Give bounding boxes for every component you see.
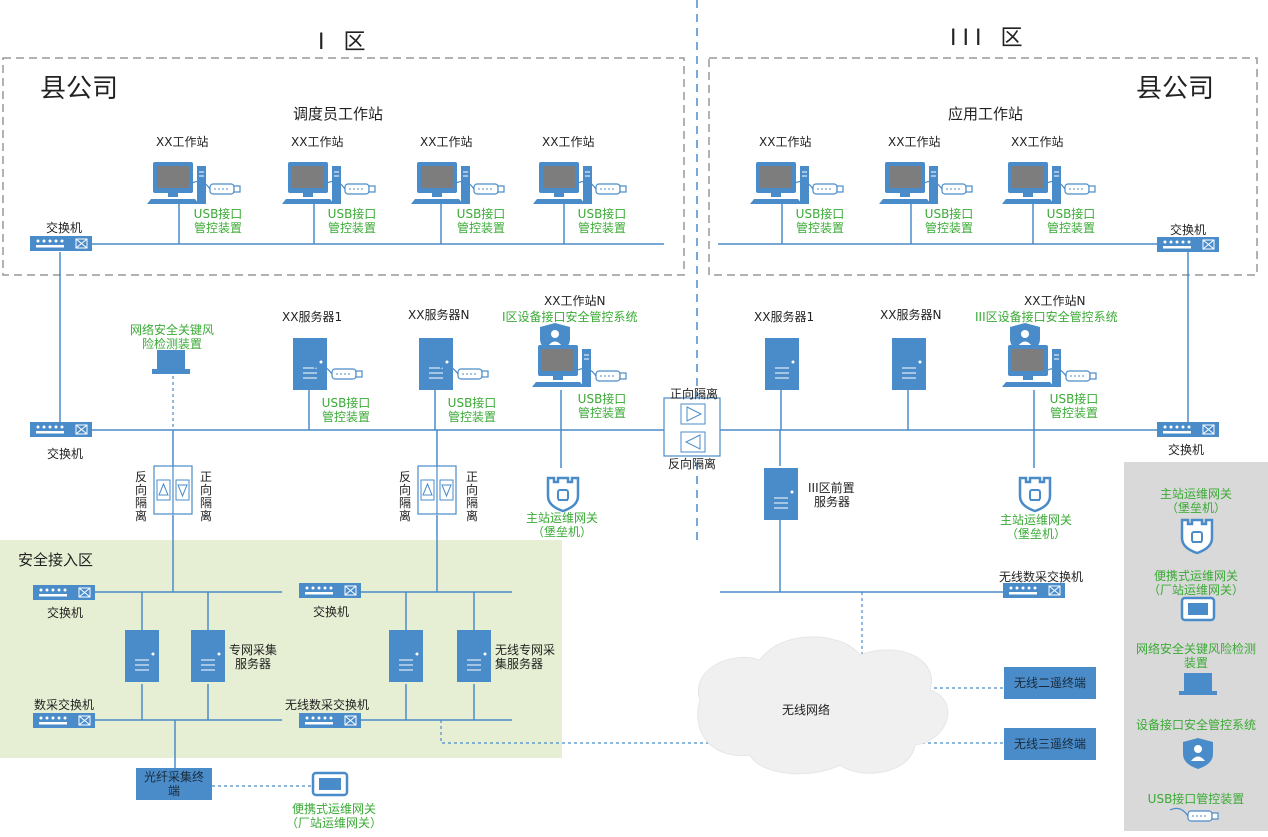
switch-label: 交换机 <box>47 447 84 461</box>
app-group-label: 应用工作站 <box>948 105 1024 123</box>
risk-detection-label: 网络安全关键风险检测装置 <box>129 323 214 351</box>
risk-detection-laptop <box>152 350 190 374</box>
switch-label: 交换机 <box>313 605 350 619</box>
workstation-label: XX工作站 <box>420 135 473 149</box>
usb-control-label: USB接口管控装置 <box>577 392 627 420</box>
workstation-label: XX工作站 <box>291 135 344 149</box>
workstation-label: XX工作站 <box>542 135 595 149</box>
reverse-isolation-label: 反向隔离 <box>135 470 148 523</box>
bastion-label: 主站运维网关（堡垒机） <box>999 513 1072 541</box>
legend-risk-label: 网络安全关键风险检测装置 <box>1135 642 1256 670</box>
control-system-label: III区设备接口安全管控系统 <box>975 310 1118 324</box>
zone-right-title: III 区 <box>950 26 1029 51</box>
cloud-label: 无线网络 <box>782 703 831 717</box>
legend-bastion-label: 主站运维网关（堡垒机） <box>1159 487 1232 515</box>
legend-usb-label: USB接口管控装置 <box>1147 792 1245 806</box>
wireless-server-label: 无线专网采集服务器 <box>495 643 556 671</box>
server-label: XX服务器N <box>408 308 470 322</box>
portable-gateway-label: 便携式运维网关（厂站运维网关） <box>285 802 382 830</box>
legend-tablet-icon <box>1180 596 1216 622</box>
usb-control-label: USB接口管控装置 <box>321 396 371 424</box>
safe-area-label: 安全接入区 <box>18 551 94 569</box>
portable-gateway-tablet <box>311 771 349 797</box>
forward-isolation-central-label: 正向隔离 <box>670 387 719 401</box>
left-company-box <box>2 57 685 276</box>
reverse-isolation-label: 反向隔离 <box>399 470 412 523</box>
usb-control-label: USB接口管控装置 <box>577 207 627 235</box>
company-right-label: 县公司 <box>1136 74 1215 104</box>
usb-control-label: USB接口管控装置 <box>1046 207 1096 235</box>
workstation-n-label: XX工作站N <box>544 294 606 308</box>
wireless-data-switch-label: 无线数采交换机 <box>285 698 370 712</box>
wireless-terminal-2 <box>1004 667 1096 699</box>
switch-label: 交换机 <box>46 221 83 235</box>
switch-label: 交换机 <box>1170 223 1207 237</box>
data-switch-label: 数采交换机 <box>34 698 95 712</box>
forward-isolation-label: 正向隔离 <box>200 470 213 523</box>
legend-laptop-icon <box>1179 673 1217 695</box>
control-system-label: I区设备接口安全管控系统 <box>502 310 638 324</box>
server-label: XX服务器N <box>880 308 942 322</box>
usb-control-label: USB接口管控装置 <box>193 207 243 235</box>
switch-label: 交换机 <box>47 606 84 620</box>
usb-control-label: USB接口管控装置 <box>456 207 506 235</box>
workstation-label: XX工作站 <box>1011 135 1064 149</box>
legend-portable-label: 便携式运维网关（厂站运维网关） <box>1147 569 1244 597</box>
dedicated-server-label: 专网采集服务器 <box>229 643 278 671</box>
bastion-label: 主站运维网关（堡垒机） <box>525 511 598 539</box>
company-left-label: 县公司 <box>40 74 119 104</box>
wireless-terminal-3 <box>1004 728 1096 760</box>
forward-isolation-label: 正向隔离 <box>466 470 479 523</box>
wireless-terminal-2-label: 无线二遥终端 <box>1013 676 1086 690</box>
legend-control-system-label: 设备接口安全管控系统 <box>1135 718 1256 732</box>
zone-left-title: Ⅰ 区 <box>318 30 372 55</box>
workstation-n-label: XX工作站N <box>1024 294 1086 308</box>
server-label: XX服务器1 <box>754 310 815 324</box>
fiber-terminal-label: 光纤采集终端 <box>143 770 204 798</box>
usb-control-label: USB接口管控装置 <box>795 207 845 235</box>
workstation-label: XX工作站 <box>888 135 941 149</box>
fiber-terminal <box>136 768 212 800</box>
right-company-box <box>708 57 1258 276</box>
wireless-terminal-3-label: 无线三遥终端 <box>1013 737 1086 751</box>
reverse-isolation-central-label: 反向隔离 <box>668 457 717 471</box>
front-server-label: III区前置服务器 <box>808 481 855 509</box>
switch-label: 交换机 <box>1168 443 1205 457</box>
wireless-network-cloud <box>697 636 949 775</box>
workstation-label: XX工作站 <box>759 135 812 149</box>
dispatcher-group-label: 调度员工作站 <box>293 105 384 123</box>
usb-control-label: USB接口管控装置 <box>1049 392 1099 420</box>
usb-control-label: USB接口管控装置 <box>924 207 974 235</box>
usb-control-label: USB接口管控装置 <box>447 396 497 424</box>
central-isolation <box>663 397 721 457</box>
usb-control-label: USB接口管控装置 <box>327 207 377 235</box>
wireless-switch-label: 无线数采交换机 <box>999 570 1084 584</box>
server-label: XX服务器1 <box>282 310 343 324</box>
workstation-label: XX工作站 <box>156 135 209 149</box>
